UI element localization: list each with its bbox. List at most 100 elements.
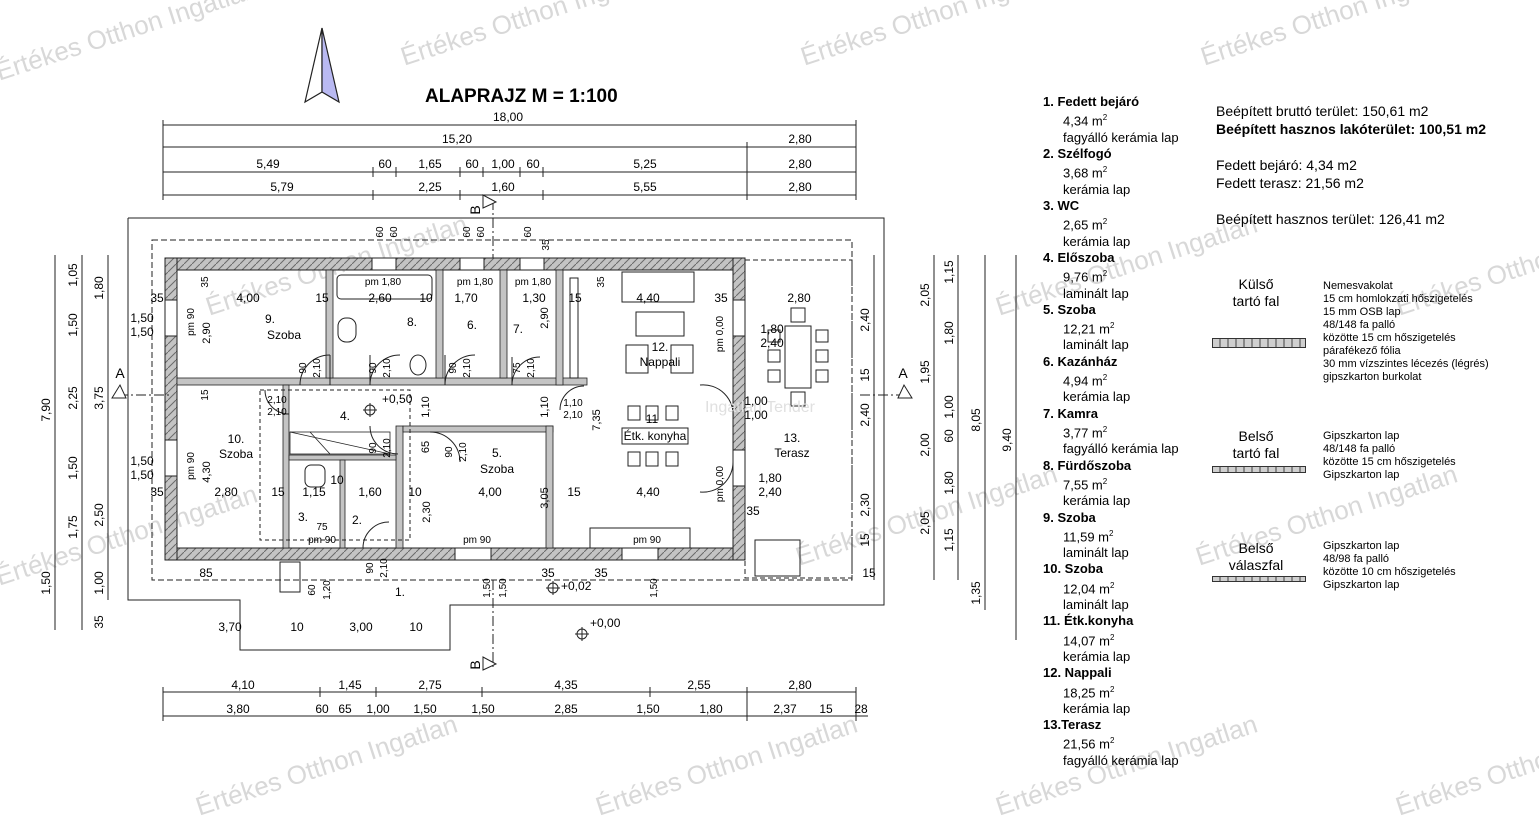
opening-label: pm 90: [308, 535, 336, 546]
wall-layer: közötte 15 cm hőszigetelés: [1323, 456, 1456, 468]
dim-label: 2,30: [421, 501, 433, 522]
area-unit-sup: 2: [1109, 632, 1115, 642]
covered-entry-area: Fedett bejáró: 4,34 m2: [1216, 157, 1357, 173]
room-number: 7.: [513, 322, 523, 336]
room-title: 1. Fedett bejáró: [1043, 94, 1140, 109]
dim-label: 1,50: [498, 578, 509, 598]
dim-label: 35: [541, 566, 555, 580]
section-label: B: [467, 205, 483, 214]
dim-label: 60: [465, 157, 479, 171]
furniture: [279, 271, 829, 593]
dim-label: 15: [862, 566, 876, 580]
north-arrow-icon: [304, 27, 340, 104]
dim-label: 2,10: [462, 358, 473, 378]
room-name: Szoba: [267, 328, 301, 342]
opening-label: pm 90: [633, 535, 661, 546]
dim-label: 4,10: [231, 678, 255, 692]
room-area: 21,56 m2: [1043, 733, 1213, 753]
left-dimension-lines: [54, 255, 109, 630]
dim-label: 3,80: [226, 702, 250, 716]
dim-label: 2,25: [66, 386, 80, 410]
room-area: 2,65 m2: [1043, 214, 1213, 234]
wall-layers: Gipszkarton lap 48/148 fa palló közötte …: [1323, 430, 1456, 482]
section-label: B: [467, 660, 483, 669]
dim-label: 2,10: [458, 442, 469, 462]
room-area-value: 11,59 m: [1063, 529, 1110, 545]
dim-label: 65: [338, 702, 352, 716]
room-name: Étk. konyha: [624, 428, 687, 443]
dim-label: 2,50: [92, 503, 106, 527]
dim-label: 2,80: [788, 180, 812, 194]
opening-label: pm 1,80: [457, 277, 494, 288]
vertical-dimension-labels: 2,90 4,30 2,90 7,35 3,05 2,30 1,10 65 1,…: [200, 226, 660, 600]
dim-label: 3,70: [218, 620, 242, 634]
dim-label: 5,79: [270, 180, 294, 194]
room-finish: laminált lap: [1063, 285, 1129, 301]
dim-label: 1,80: [699, 702, 723, 716]
dim-label: 2,10: [379, 558, 390, 578]
wall-layer: gipszkarton burkolat: [1323, 371, 1422, 383]
area-unit-sup: 2: [1102, 217, 1108, 227]
dim-label: 35: [746, 504, 760, 518]
room-finish: fagyálló kerámia lap: [1063, 129, 1179, 145]
room-area: 7,55 m2: [1043, 474, 1213, 494]
room-finish: fagyálló kerámia lap: [1063, 441, 1179, 457]
dim-label: 1,45: [338, 678, 362, 692]
wall-type-name: Belső válaszfal: [1210, 540, 1302, 574]
plan-title: ALAPRAJZ M = 1:100: [425, 86, 618, 107]
opening-label: pm 90: [463, 535, 491, 546]
dim-label: 1,00: [92, 571, 106, 595]
dim-label: 90: [368, 362, 379, 374]
dim-label: 10: [408, 485, 422, 499]
dim-label: 2,25: [418, 180, 442, 194]
dim-label: 2,10: [382, 438, 393, 458]
dim-label: 15: [200, 389, 211, 401]
dim-label: 35: [150, 291, 164, 305]
dim-label: 15: [568, 291, 582, 305]
room-area-value: 18,25 m: [1063, 684, 1110, 700]
dim-label: 4,00: [236, 291, 260, 305]
wall-hatch-swatch: [1212, 338, 1306, 348]
watermark: Értékes Otthon Ingatlan: [1391, 709, 1539, 822]
dim-label: 2,80: [788, 132, 812, 146]
dim-label: 2,90: [539, 307, 551, 328]
opening-label: pm 1,80: [365, 277, 402, 288]
dim-label: 4,35: [554, 678, 578, 692]
room-finish: laminált lap: [1063, 545, 1129, 561]
dim-label: 2,75: [418, 678, 442, 692]
dim-label: 15,20: [442, 132, 472, 146]
dim-label: 3,00: [349, 620, 373, 634]
floor-plan-drawing: ALAPRAJZ M = 1:100 18,00 15,20 2,80 5,49…: [39, 27, 1017, 721]
dim-label: 35: [92, 615, 106, 629]
dim-label: 2,10: [267, 407, 287, 418]
dim-label: 60: [942, 429, 956, 443]
bottom-dimension-lines: [162, 687, 868, 721]
room-area: 9,76 m2: [1043, 266, 1213, 286]
wall-hatch-swatch: [1212, 466, 1306, 473]
room-number: 3.: [298, 510, 308, 524]
wall-name-line: Külső: [1238, 276, 1274, 292]
dim-label: 18,00: [493, 110, 523, 124]
dim-label: 15: [858, 533, 872, 547]
room-title: 6. Kazánház: [1043, 353, 1118, 369]
top-dimension-labels: 18,00 15,20 2,80 5,49 60 1,65 60 1,00 60…: [256, 110, 812, 194]
dim-label: 1,50: [413, 702, 437, 716]
dim-label: 60: [462, 226, 473, 238]
room-finish: kerámia lap: [1063, 233, 1131, 249]
dim-label: 2,37: [773, 702, 797, 716]
room-area-value: 4,34 m: [1063, 113, 1103, 129]
dim-label: 2,40: [858, 403, 872, 427]
dim-label: 15: [858, 368, 872, 382]
dim-label: 15: [315, 291, 329, 305]
room-area: 11,59 m2: [1043, 526, 1213, 546]
wall-layer: 48/98 fa palló: [1323, 553, 1390, 565]
wall-layers: Gipszkarton lap 48/98 fa palló közötte 1…: [1323, 540, 1456, 592]
wall-layer: párafékező fólia: [1323, 345, 1401, 357]
right-dimension-lines: [873, 255, 1017, 640]
dim-label: 2,10: [526, 358, 537, 378]
